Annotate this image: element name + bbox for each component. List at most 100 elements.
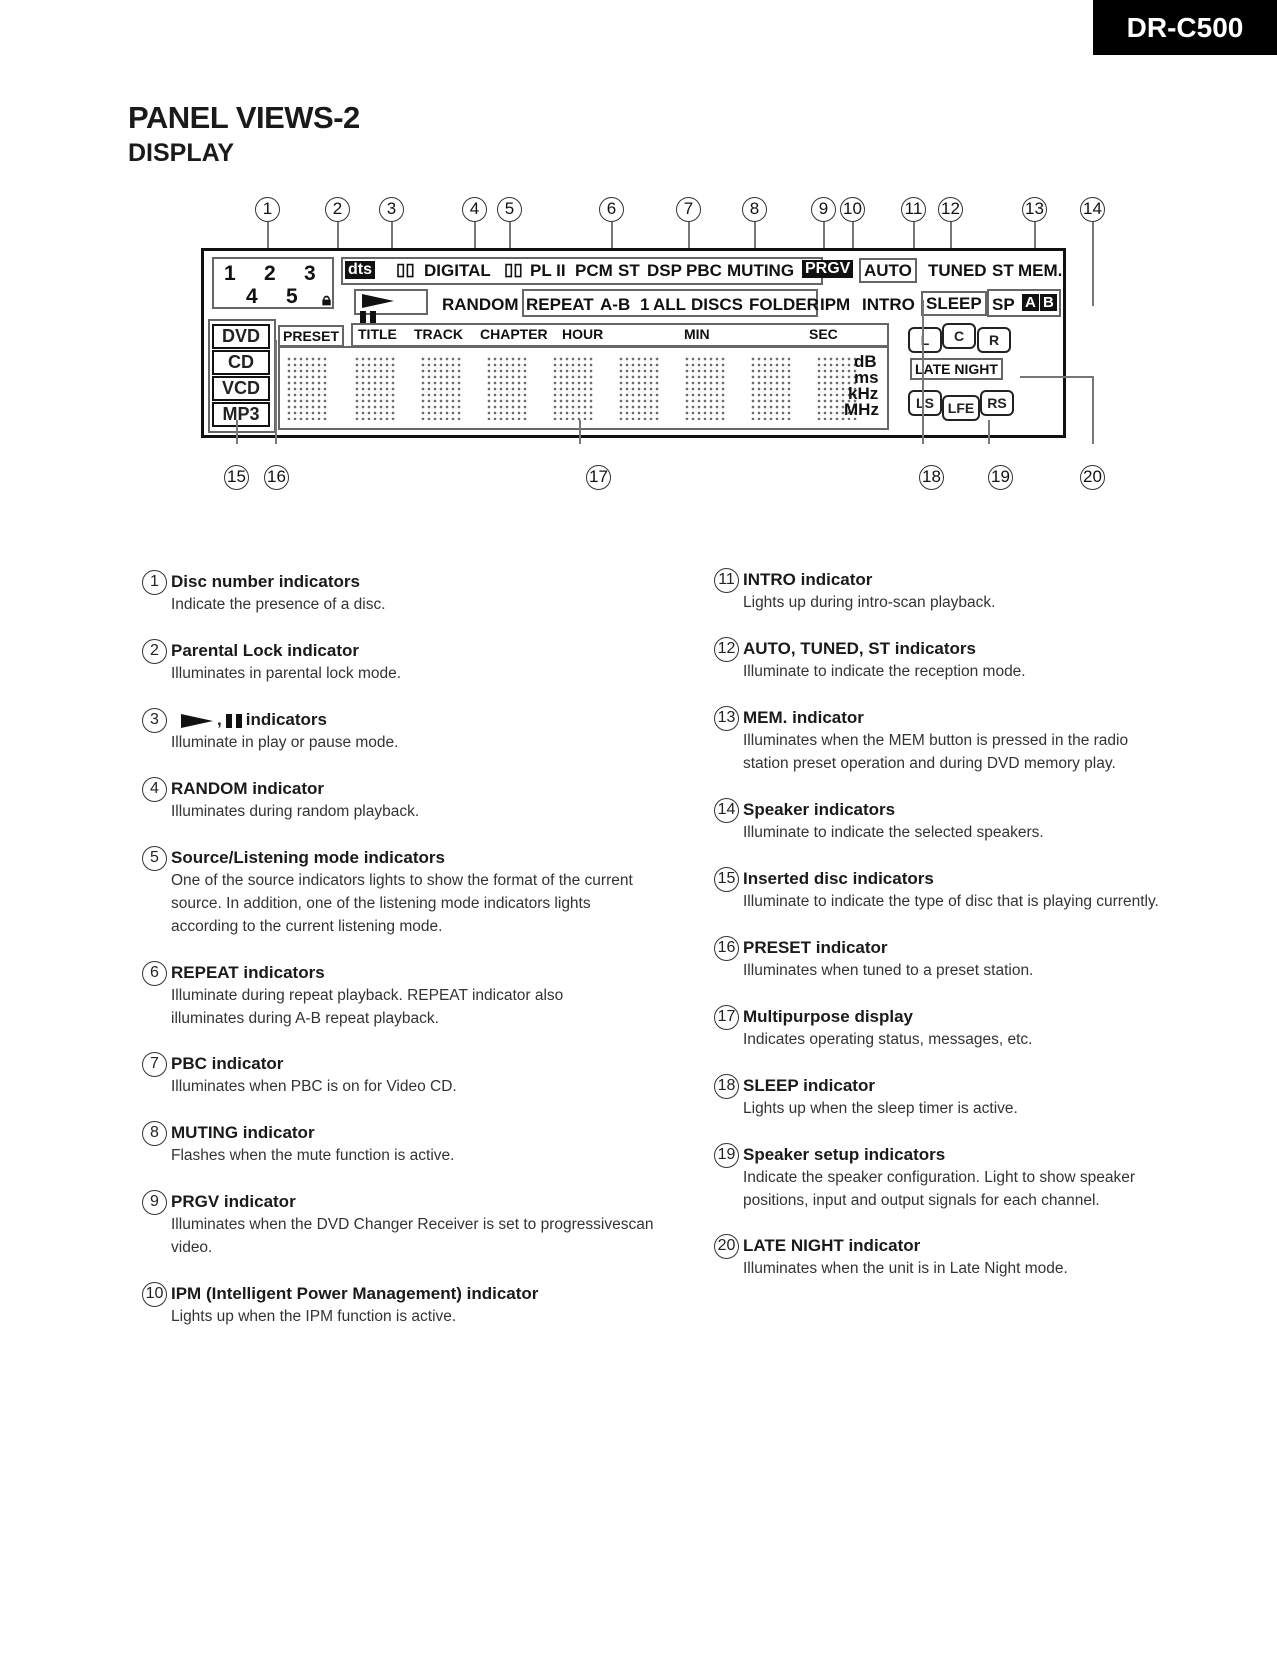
callout-2: 2 xyxy=(325,197,350,222)
item-body: Illuminate to indicate the type of disc … xyxy=(743,893,1159,910)
sp-indicator: SP xyxy=(992,295,1015,314)
sleep-indicator: SLEEP xyxy=(921,291,987,316)
auto-indicator: AUTO xyxy=(859,258,917,283)
sec-label: SEC xyxy=(809,326,838,342)
item-body: Illuminates when tuned to a preset stati… xyxy=(743,962,1034,979)
fl-display-panel: 1 2 3 4 5 dts ▯▯ DIGITAL ▯▯ PL II PCM ST… xyxy=(201,248,1066,438)
item-title: Speaker setup indicators xyxy=(743,1145,946,1164)
callout-3: 3 xyxy=(379,197,404,222)
item-body: Illuminates when the MEM button is press… xyxy=(743,732,1129,772)
item-number: 12 xyxy=(714,637,739,662)
ipm-indicator: IPM xyxy=(820,295,851,314)
speaker-ab-group xyxy=(987,289,1061,317)
dolby-logo-icon: ▯▯ xyxy=(396,260,415,279)
item-title: SLEEP indicator xyxy=(743,1076,875,1095)
desc-item-12: 12 AUTO, TUNED, ST indicators Illuminate… xyxy=(714,637,1234,683)
item-number: 7 xyxy=(142,1052,167,1077)
random-indicator: RANDOM xyxy=(442,295,519,314)
item-number: 4 xyxy=(142,777,167,802)
desc-item-16: 16 PRESET indicator Illuminates when tun… xyxy=(714,936,1234,982)
prgv-indicator: PRGV xyxy=(802,260,854,278)
mp3-indicator: MP3 xyxy=(212,402,270,427)
item-number: 2 xyxy=(142,639,167,664)
desc-item-8: 8 MUTING indicator Flashes when the mute… xyxy=(142,1121,662,1167)
item-number: 14 xyxy=(714,798,739,823)
callout-11: 11 xyxy=(901,197,926,222)
folder-indicator: FOLDER xyxy=(749,295,819,314)
item-number: 13 xyxy=(714,706,739,731)
repeat-indicator: REPEAT xyxy=(526,295,594,314)
model-tag: DR-C500 xyxy=(1093,0,1277,55)
item-body: Lights up during intro-scan playback. xyxy=(743,594,996,611)
item-body: Indicate the presence of a disc. xyxy=(171,596,386,613)
all-indicator: ALL xyxy=(653,295,687,314)
tuned-st-indicator: ST xyxy=(992,261,1014,280)
play-pause-indicator xyxy=(354,289,428,325)
speaker-ls: LS xyxy=(908,390,942,416)
item-number: 11 xyxy=(714,568,739,593)
discs-indicator: DISCS xyxy=(691,295,743,314)
item-body: Lights up when the sleep timer is active… xyxy=(743,1100,1018,1117)
callout-17: 17 xyxy=(586,465,611,490)
item-body: Indicate the speaker configuration. Ligh… xyxy=(743,1169,1136,1209)
unit-khz: kHz xyxy=(848,384,879,403)
min-label: MIN xyxy=(684,326,710,342)
play-icon xyxy=(181,713,213,728)
callout-19: 19 xyxy=(988,465,1013,490)
digit-7 xyxy=(684,356,726,420)
dvd-indicator: DVD xyxy=(212,324,270,349)
disc-number-1: 1 xyxy=(224,262,236,285)
item-title: Speaker indicators xyxy=(743,800,896,819)
pl2-indicator: PL II xyxy=(530,261,566,280)
vcd-indicator: VCD xyxy=(212,376,270,401)
item-number: 16 xyxy=(714,936,739,961)
disc-number-3: 3 xyxy=(304,262,316,285)
digit-9 xyxy=(816,356,858,420)
desc-item-18: 18 SLEEP indicator Lights up when the sl… xyxy=(714,1074,1234,1120)
digit-2 xyxy=(354,356,396,420)
digit-3 xyxy=(420,356,462,420)
item-number: 20 xyxy=(714,1234,739,1259)
desc-item-13: 13 MEM. indicator Illuminates when the M… xyxy=(714,706,1234,775)
item-title: Multipurpose display xyxy=(743,1007,914,1026)
item-number: 19 xyxy=(714,1143,739,1168)
cd-indicator: CD xyxy=(212,350,270,375)
disc-number-4: 4 xyxy=(246,285,258,308)
callout-16: 16 xyxy=(264,465,289,490)
item-number: 10 xyxy=(142,1282,167,1307)
callout-18: 18 xyxy=(919,465,944,490)
item-title: Disc number indicators xyxy=(171,572,360,591)
callout-14: 14 xyxy=(1080,197,1105,222)
desc-item-1: 1 Disc number indicators Indicate the pr… xyxy=(142,570,662,616)
item-title: IPM (Intelligent Power Management) indic… xyxy=(171,1284,539,1303)
callout-1: 1 xyxy=(255,197,280,222)
desc-item-6: 6 REPEAT indicators Illuminate during re… xyxy=(142,961,662,1030)
pause-icon xyxy=(225,713,242,728)
dts-logo: dts xyxy=(345,261,375,279)
item-body: Illuminate to indicate the reception mod… xyxy=(743,663,1026,680)
item-body: Illuminate during repeat playback. REPEA… xyxy=(171,987,564,1027)
desc-item-19: 19 Speaker setup indicators Indicate the… xyxy=(714,1143,1234,1212)
item-number: 1 xyxy=(142,570,167,595)
item-number: 17 xyxy=(714,1005,739,1030)
unit-ms: ms xyxy=(854,368,879,387)
play-icon xyxy=(362,294,394,309)
callout-8: 8 xyxy=(742,197,767,222)
hour-label: HOUR xyxy=(562,326,604,342)
item-title: LATE NIGHT indicator xyxy=(743,1236,921,1255)
item-body: Illuminate in play or pause mode. xyxy=(171,734,399,751)
callout-5: 5 xyxy=(497,197,522,222)
item-body: Illuminates when the unit is in Late Nig… xyxy=(743,1260,1068,1277)
desc-item-20: 20 LATE NIGHT indicator Illuminates when… xyxy=(714,1234,1234,1280)
speaker-b-indicator: B xyxy=(1040,294,1057,311)
item-body: Indicates operating status, messages, et… xyxy=(743,1031,1033,1048)
item-title: Parental Lock indicator xyxy=(171,641,359,660)
st-indicator: ST xyxy=(618,261,640,280)
intro-indicator: INTRO xyxy=(862,295,915,314)
item-title: RANDOM indicator xyxy=(171,779,324,798)
item-number: 15 xyxy=(714,867,739,892)
speaker-l: L xyxy=(908,327,942,353)
digital-indicator: DIGITAL xyxy=(424,261,491,280)
pbc-indicator: PBC xyxy=(686,261,722,280)
item-body: Illuminates when the DVD Changer Receive… xyxy=(171,1216,654,1256)
